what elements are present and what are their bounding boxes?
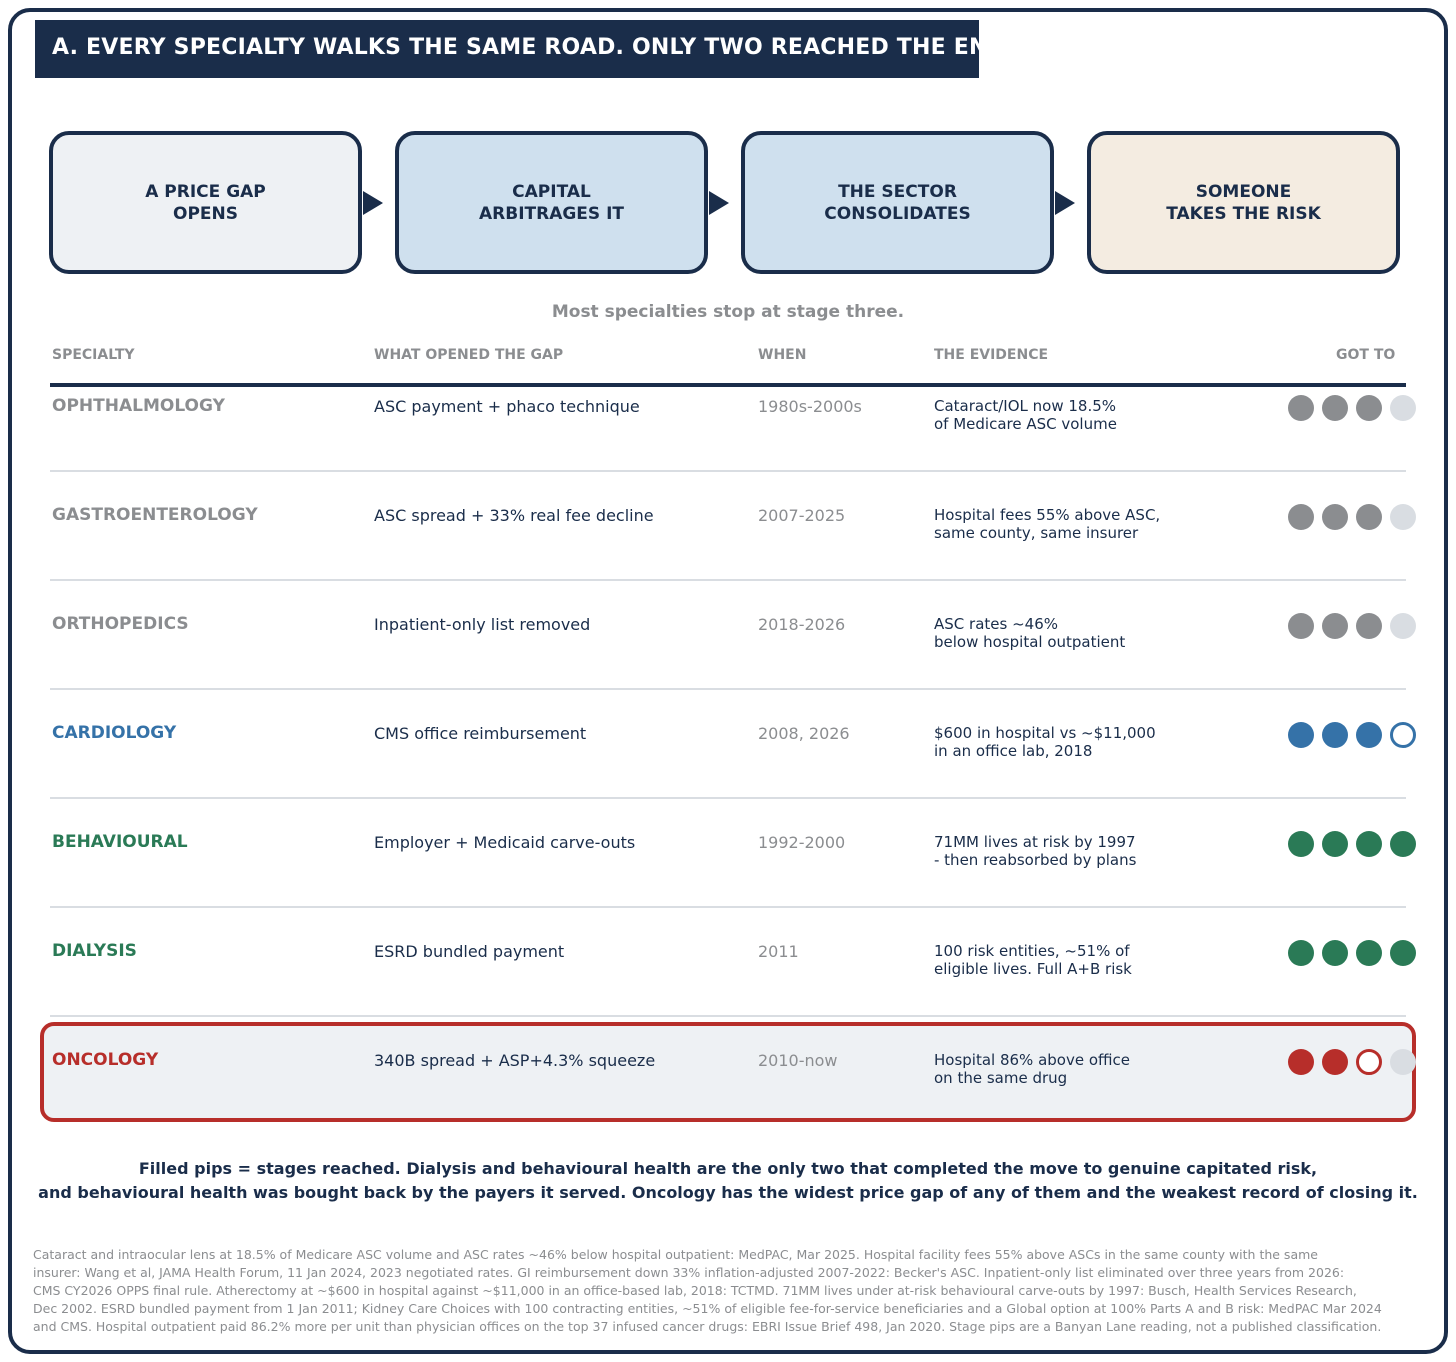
gap-cause: ASC payment + phaco technique	[374, 397, 640, 416]
footnote: Filled pips = stages reached. Dialysis a…	[38, 1159, 1418, 1202]
stage-pip-icon	[1356, 395, 1382, 421]
stage-pip-icon	[1390, 831, 1416, 857]
row-divider	[50, 688, 1406, 690]
stage-pip-icon	[1288, 613, 1314, 639]
specialty-name: GASTROENTEROLOGY	[52, 505, 258, 525]
stage-pip-icon	[1288, 504, 1314, 530]
stage-pip-icon	[1322, 722, 1348, 748]
evidence: $600 in hospital vs ~$11,000 in an offic…	[934, 724, 1156, 760]
stage-pips	[1288, 831, 1416, 857]
gap-cause: CMS office reimbursement	[374, 724, 587, 743]
stage-label: SOMEONE TAKES THE RISK	[1166, 181, 1321, 224]
flow-arrow-icon	[1055, 191, 1075, 215]
oncology-highlight	[40, 1022, 1416, 1122]
stage-pips	[1288, 613, 1416, 639]
specialty-name: BEHAVIOURAL	[52, 832, 188, 852]
stage-pips	[1288, 722, 1416, 748]
evidence: 71MM lives at risk by 1997 - then reabso…	[934, 833, 1137, 869]
gap-cause: ESRD bundled payment	[374, 942, 565, 961]
stage-pip-icon	[1288, 1049, 1314, 1075]
evidence: Hospital fees 55% above ASC, same county…	[934, 506, 1161, 542]
stage-pip-icon	[1356, 504, 1382, 530]
gap-cause: Inpatient-only list removed	[374, 615, 591, 634]
stage-pip-icon	[1390, 613, 1416, 639]
evidence: Hospital 86% above office on the same dr…	[934, 1051, 1130, 1087]
stage-pip-icon	[1288, 831, 1314, 857]
stage-pip-icon	[1356, 722, 1382, 748]
header-rule	[50, 383, 1406, 387]
stage-pip-icon	[1322, 1049, 1348, 1075]
stage-pip-icon	[1288, 940, 1314, 966]
stage-pip-icon	[1322, 504, 1348, 530]
stage-pip-icon	[1390, 395, 1416, 421]
stage-label: A PRICE GAP OPENS	[145, 181, 266, 224]
specialty-name: ORTHOPEDICS	[52, 614, 189, 634]
flow-arrow-icon	[709, 191, 729, 215]
header-when: WHEN	[758, 347, 807, 363]
specialty-name: ONCOLOGY	[52, 1050, 159, 1070]
stage-pip-icon	[1322, 613, 1348, 639]
panel-title: A. EVERY SPECIALTY WALKS THE SAME ROAD. …	[35, 20, 1014, 78]
gap-cause: Employer + Medicaid carve-outs	[374, 833, 636, 852]
when: 1980s-2000s	[758, 397, 862, 416]
stage-pips	[1288, 395, 1416, 421]
stage-pip-icon	[1288, 722, 1314, 748]
stage-pip-icon	[1390, 1049, 1416, 1075]
stage-pip-icon	[1390, 722, 1416, 748]
stage-pip-icon	[1356, 1049, 1382, 1075]
flow-arrow-icon	[363, 191, 383, 215]
row-divider	[50, 470, 1406, 472]
header-evidence: THE EVIDENCE	[934, 347, 1049, 363]
stage-consolidates: THE SECTOR CONSOLIDATES	[741, 131, 1054, 274]
stage-label: CAPITAL ARBITRAGES IT	[478, 181, 625, 224]
stage-pip-icon	[1322, 395, 1348, 421]
when: 2008, 2026	[758, 724, 850, 743]
stage-pips	[1288, 940, 1416, 966]
stage-pip-icon	[1390, 504, 1416, 530]
gap-cause: 340B spread + ASP+4.3% squeeze	[374, 1051, 656, 1070]
stage-pip-icon	[1288, 395, 1314, 421]
gap-cause: ASC spread + 33% real fee decline	[374, 506, 654, 525]
stage-pip-icon	[1356, 940, 1382, 966]
evidence: 100 risk entities, ~51% of eligible live…	[934, 942, 1132, 978]
sources: Cataract and intraocular lens at 18.5% o…	[33, 1247, 1382, 1334]
when: 1992-2000	[758, 833, 846, 852]
stage-pip-icon	[1322, 940, 1348, 966]
stage-pip-icon	[1322, 831, 1348, 857]
when: 2018-2026	[758, 615, 846, 634]
header-specialty: SPECIALTY	[52, 347, 135, 363]
subtitle: Most specialties stop at stage three.	[551, 302, 905, 322]
stage-pips	[1288, 504, 1416, 530]
stage-pip-icon	[1390, 940, 1416, 966]
stage-capital: CAPITAL ARBITRAGES IT	[395, 131, 708, 274]
row-divider	[50, 797, 1406, 799]
stage-label: THE SECTOR CONSOLIDATES	[824, 181, 971, 224]
specialty-name: OPHTHALMOLOGY	[52, 396, 225, 416]
header-gap: WHAT OPENED THE GAP	[374, 347, 564, 363]
specialty-name: DIALYSIS	[52, 941, 137, 961]
stage-pips	[1288, 1049, 1416, 1075]
specialty-name: CARDIOLOGY	[52, 723, 177, 743]
evidence: Cataract/IOL now 18.5% of Medicare ASC v…	[934, 397, 1117, 433]
row-divider	[50, 906, 1406, 908]
when: 2010-now	[758, 1051, 838, 1070]
stage-price-gap: A PRICE GAP OPENS	[49, 131, 362, 274]
when: 2007-2025	[758, 506, 846, 525]
row-divider	[50, 1015, 1406, 1017]
stage-pip-icon	[1356, 613, 1382, 639]
header-got-to: GOT TO	[1336, 347, 1396, 363]
stage-pip-icon	[1356, 831, 1382, 857]
when: 2011	[758, 942, 799, 961]
evidence: ASC rates ~46% below hospital outpatient	[934, 615, 1126, 651]
stage-takes-risk: SOMEONE TAKES THE RISK	[1087, 131, 1400, 274]
row-divider	[50, 579, 1406, 581]
